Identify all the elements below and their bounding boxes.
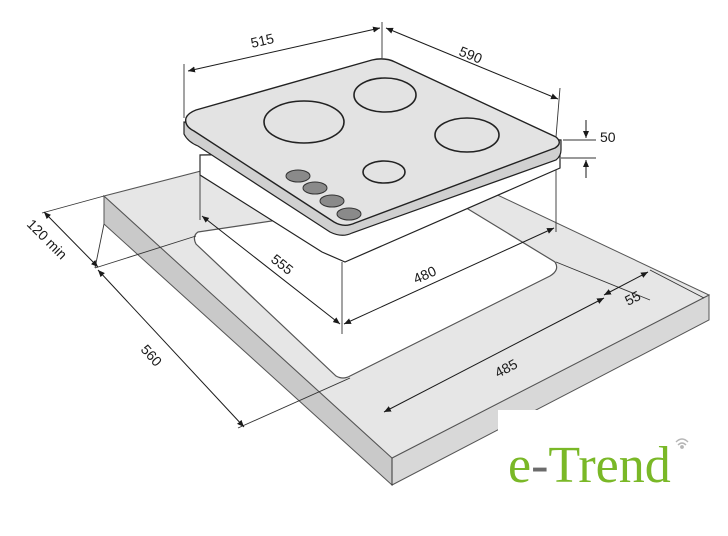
- hob-glass-top: [184, 58, 560, 226]
- svg-text:e-Trend: e-Trend: [508, 437, 671, 494]
- logo-prefix: e: [508, 437, 531, 494]
- dimension-line-590: [385, 27, 559, 100]
- dimension-line-515: [187, 26, 381, 73]
- control-knob: [285, 169, 311, 183]
- dimension-line-120: [43, 211, 99, 268]
- dimension-line-560: [97, 269, 245, 428]
- dimension-label-50: 50: [600, 129, 616, 145]
- dimension-line-555: [201, 215, 341, 325]
- dimension-label-515: 515: [249, 30, 276, 51]
- control-knob: [302, 181, 328, 195]
- logo-dash: -: [531, 437, 548, 494]
- dimension-label-120-min: 120 min: [24, 216, 71, 263]
- burner-large: [263, 100, 345, 144]
- burner-small: [362, 160, 406, 184]
- burner-right: [434, 117, 500, 153]
- hob: [183, 58, 562, 263]
- dimension-line-480: [343, 227, 555, 325]
- dimension-lines: [43, 26, 649, 428]
- dimension-label-590: 590: [457, 43, 485, 67]
- dimension-line-485: [383, 297, 605, 413]
- control-knob: [336, 207, 362, 221]
- dimension-label-560: 560: [138, 341, 166, 369]
- dimension-line-55: [603, 271, 649, 296]
- burner-rear: [353, 77, 417, 113]
- control-knob: [319, 194, 345, 208]
- wifi-signal-icon: [675, 438, 689, 449]
- extension-lines: [41, 22, 705, 485]
- e-trend-logo: e-Trend: [498, 410, 728, 496]
- dimension-label-55: 55: [622, 287, 643, 308]
- logo-name: Trend: [548, 437, 670, 494]
